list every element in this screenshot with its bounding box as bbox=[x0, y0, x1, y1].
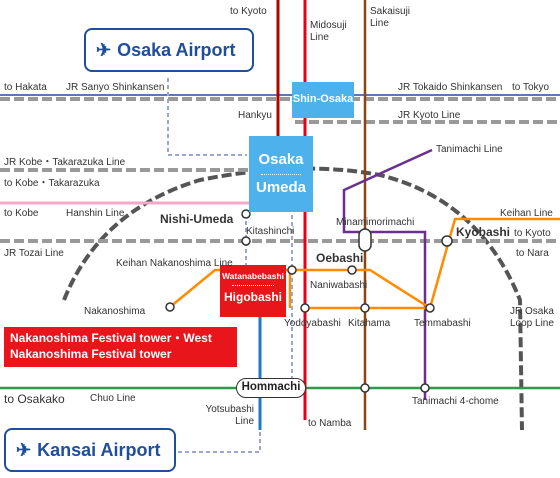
naniwabashi-station bbox=[347, 265, 357, 275]
to-kyoto-right-label: to Kyoto bbox=[514, 228, 551, 239]
venue-line1: Nakanoshima Festival tower・West bbox=[10, 331, 212, 345]
jr-kobe-label: JR Kobe・Takarazuka Line bbox=[4, 157, 126, 168]
jr-sanyo-label: JR Sanyo Shinkansen bbox=[66, 82, 165, 93]
kansai-airport-label: Kansai Airport bbox=[37, 439, 161, 460]
kitahama-label: Kitahama bbox=[348, 318, 391, 329]
kitashinchi-station bbox=[241, 236, 251, 246]
kyobashi-label: Kyobashi bbox=[456, 225, 511, 239]
kansai-airport-box[interactable]: ✈ Kansai Airport bbox=[4, 428, 176, 472]
watanabebashi-label: Watanabebashi bbox=[221, 271, 285, 281]
higobashi-station-box[interactable]: Watanabebashi Higobashi bbox=[220, 265, 286, 317]
yodoyabashi-label: Yodoyabashi bbox=[284, 318, 341, 329]
tanimachi-label: Tanimachi Line bbox=[436, 144, 503, 155]
temmabashi-label: Temmabashi bbox=[414, 318, 471, 329]
osaka-umeda-hub[interactable]: Osaka Umeda bbox=[249, 136, 313, 212]
tanimachi-line bbox=[342, 148, 433, 400]
osaka-airport-label: Osaka Airport bbox=[117, 39, 236, 60]
keihan-label: Keihan Line bbox=[500, 208, 553, 219]
minamimorimachi-label: Minamimorimachi bbox=[336, 217, 415, 228]
hommachi-label: Hommachi bbox=[241, 381, 301, 393]
keihan-nakanoshima-label: Keihan Nakanoshima Line bbox=[116, 258, 233, 269]
osaka-label: Osaka bbox=[258, 151, 304, 168]
kitahama-station bbox=[360, 303, 370, 313]
oebashi-station bbox=[287, 265, 297, 275]
hankyu-label: Hankyu bbox=[238, 110, 272, 121]
walk-route-kansai-airport bbox=[178, 430, 261, 453]
hanshin-label: Hanshin Line bbox=[66, 208, 125, 219]
temmabashi-station bbox=[425, 303, 435, 313]
to-kobe-takarazuka-label: to Kobe・Takarazuka bbox=[4, 178, 100, 189]
jr-tozai-label: JR Tozai Line bbox=[4, 248, 64, 259]
chuo-label: Chuo Line bbox=[90, 393, 136, 404]
airplane-icon: ✈ bbox=[96, 40, 112, 60]
airplane-icon: ✈ bbox=[16, 440, 32, 460]
osaka-airport-box[interactable]: ✈ Osaka Airport bbox=[84, 28, 254, 72]
tanimachi-4-station bbox=[420, 383, 430, 393]
nakanoshima-label: Nakanoshima bbox=[84, 306, 146, 317]
to-tokyo-label: to Tokyo bbox=[512, 82, 550, 93]
hommachi-station[interactable]: Hommachi bbox=[236, 378, 306, 398]
minamimorimachi-station bbox=[358, 228, 372, 252]
tanimachi-4-label: Tanimachi 4-chome bbox=[412, 396, 499, 407]
to-osakako-label: to Osakako bbox=[4, 392, 65, 406]
nakanoshima-station bbox=[165, 302, 175, 312]
naniwabashi-label: Naniwabashi bbox=[310, 280, 368, 291]
oebashi-label: Oebashi bbox=[316, 251, 364, 265]
to-namba-label: to Namba bbox=[308, 418, 352, 429]
midosuji-label: Midosuji Line bbox=[310, 20, 347, 43]
venue-line2: Nakanoshima Festival tower bbox=[10, 346, 172, 361]
jr-loop-label: JR Osaka Loop Line bbox=[510, 306, 554, 329]
nishi-umeda-station bbox=[241, 209, 251, 219]
kyobashi-station bbox=[441, 235, 453, 247]
sakaisuji-label: Sakaisuji Line bbox=[370, 6, 411, 29]
yodoyabashi-station bbox=[300, 303, 310, 313]
nishi-umeda-label: Nishi-Umeda bbox=[160, 212, 234, 226]
kitashinchi-label: Kitashinchi bbox=[246, 226, 295, 237]
shin-osaka-label: Shin-Osaka bbox=[292, 93, 354, 105]
higobashi-label: Higobashi bbox=[223, 290, 282, 304]
venue-box[interactable]: Nakanoshima Festival tower・West Nakanosh… bbox=[4, 327, 237, 367]
jr-sanyo-tokaido-line bbox=[0, 94, 560, 101]
jr-kyoto-label: JR Kyoto Line bbox=[398, 110, 461, 121]
keihan-nakanoshima-line bbox=[169, 217, 560, 310]
to-kyoto-top-label: to Kyoto bbox=[230, 6, 267, 17]
shin-osaka-hub[interactable]: Shin-Osaka bbox=[292, 82, 354, 118]
to-nara-label: to Nara bbox=[516, 248, 549, 259]
walk-route-osaka-airport bbox=[167, 78, 247, 156]
umeda-label: Umeda bbox=[255, 178, 307, 196]
to-kobe-label: to Kobe bbox=[4, 208, 39, 219]
to-hakata-label: to Hakata bbox=[4, 82, 47, 93]
jr-tokaido-label: JR Tokaido Shinkansen bbox=[398, 82, 503, 93]
yotsubashi-label: Yotsubashi Line bbox=[205, 404, 254, 427]
sakaisuji-hommachi-station bbox=[360, 383, 370, 393]
